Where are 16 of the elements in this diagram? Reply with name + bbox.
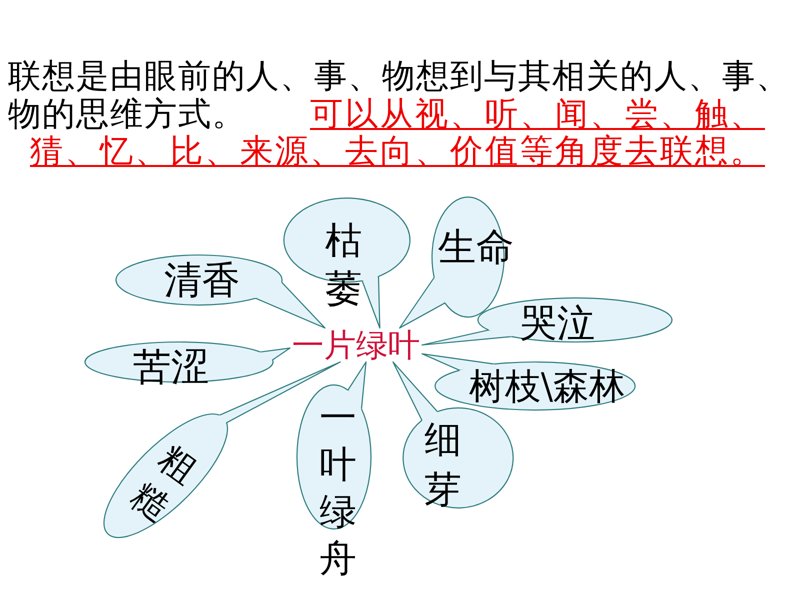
callout-tail (255, 282, 326, 329)
central-topic: 一片绿叶 (290, 328, 422, 362)
callout-tail (399, 276, 446, 329)
association-word: 树枝\森林 (468, 366, 626, 408)
association-word: 一叶绿舟 (320, 394, 356, 582)
association-word: 哭泣 (519, 301, 595, 345)
callout-tail (392, 361, 438, 421)
speech-bubble (104, 414, 228, 538)
association-word: 粗糙 (122, 436, 206, 532)
association-word: 苦涩 (133, 345, 209, 389)
association-word: 清香 (164, 258, 240, 302)
callout-tail (362, 275, 380, 329)
association-word: 细芽 (424, 417, 462, 513)
intro-paragraph: 联想是由眼前的人、事、物想到与其相关的人、事、物的思维方式。 可以从视、听、闻、尝、触、猜、忆、比、来源、去向、价值等角度去联想。 (8, 57, 791, 170)
callout-tail (421, 329, 512, 346)
callout-tail (218, 361, 341, 424)
